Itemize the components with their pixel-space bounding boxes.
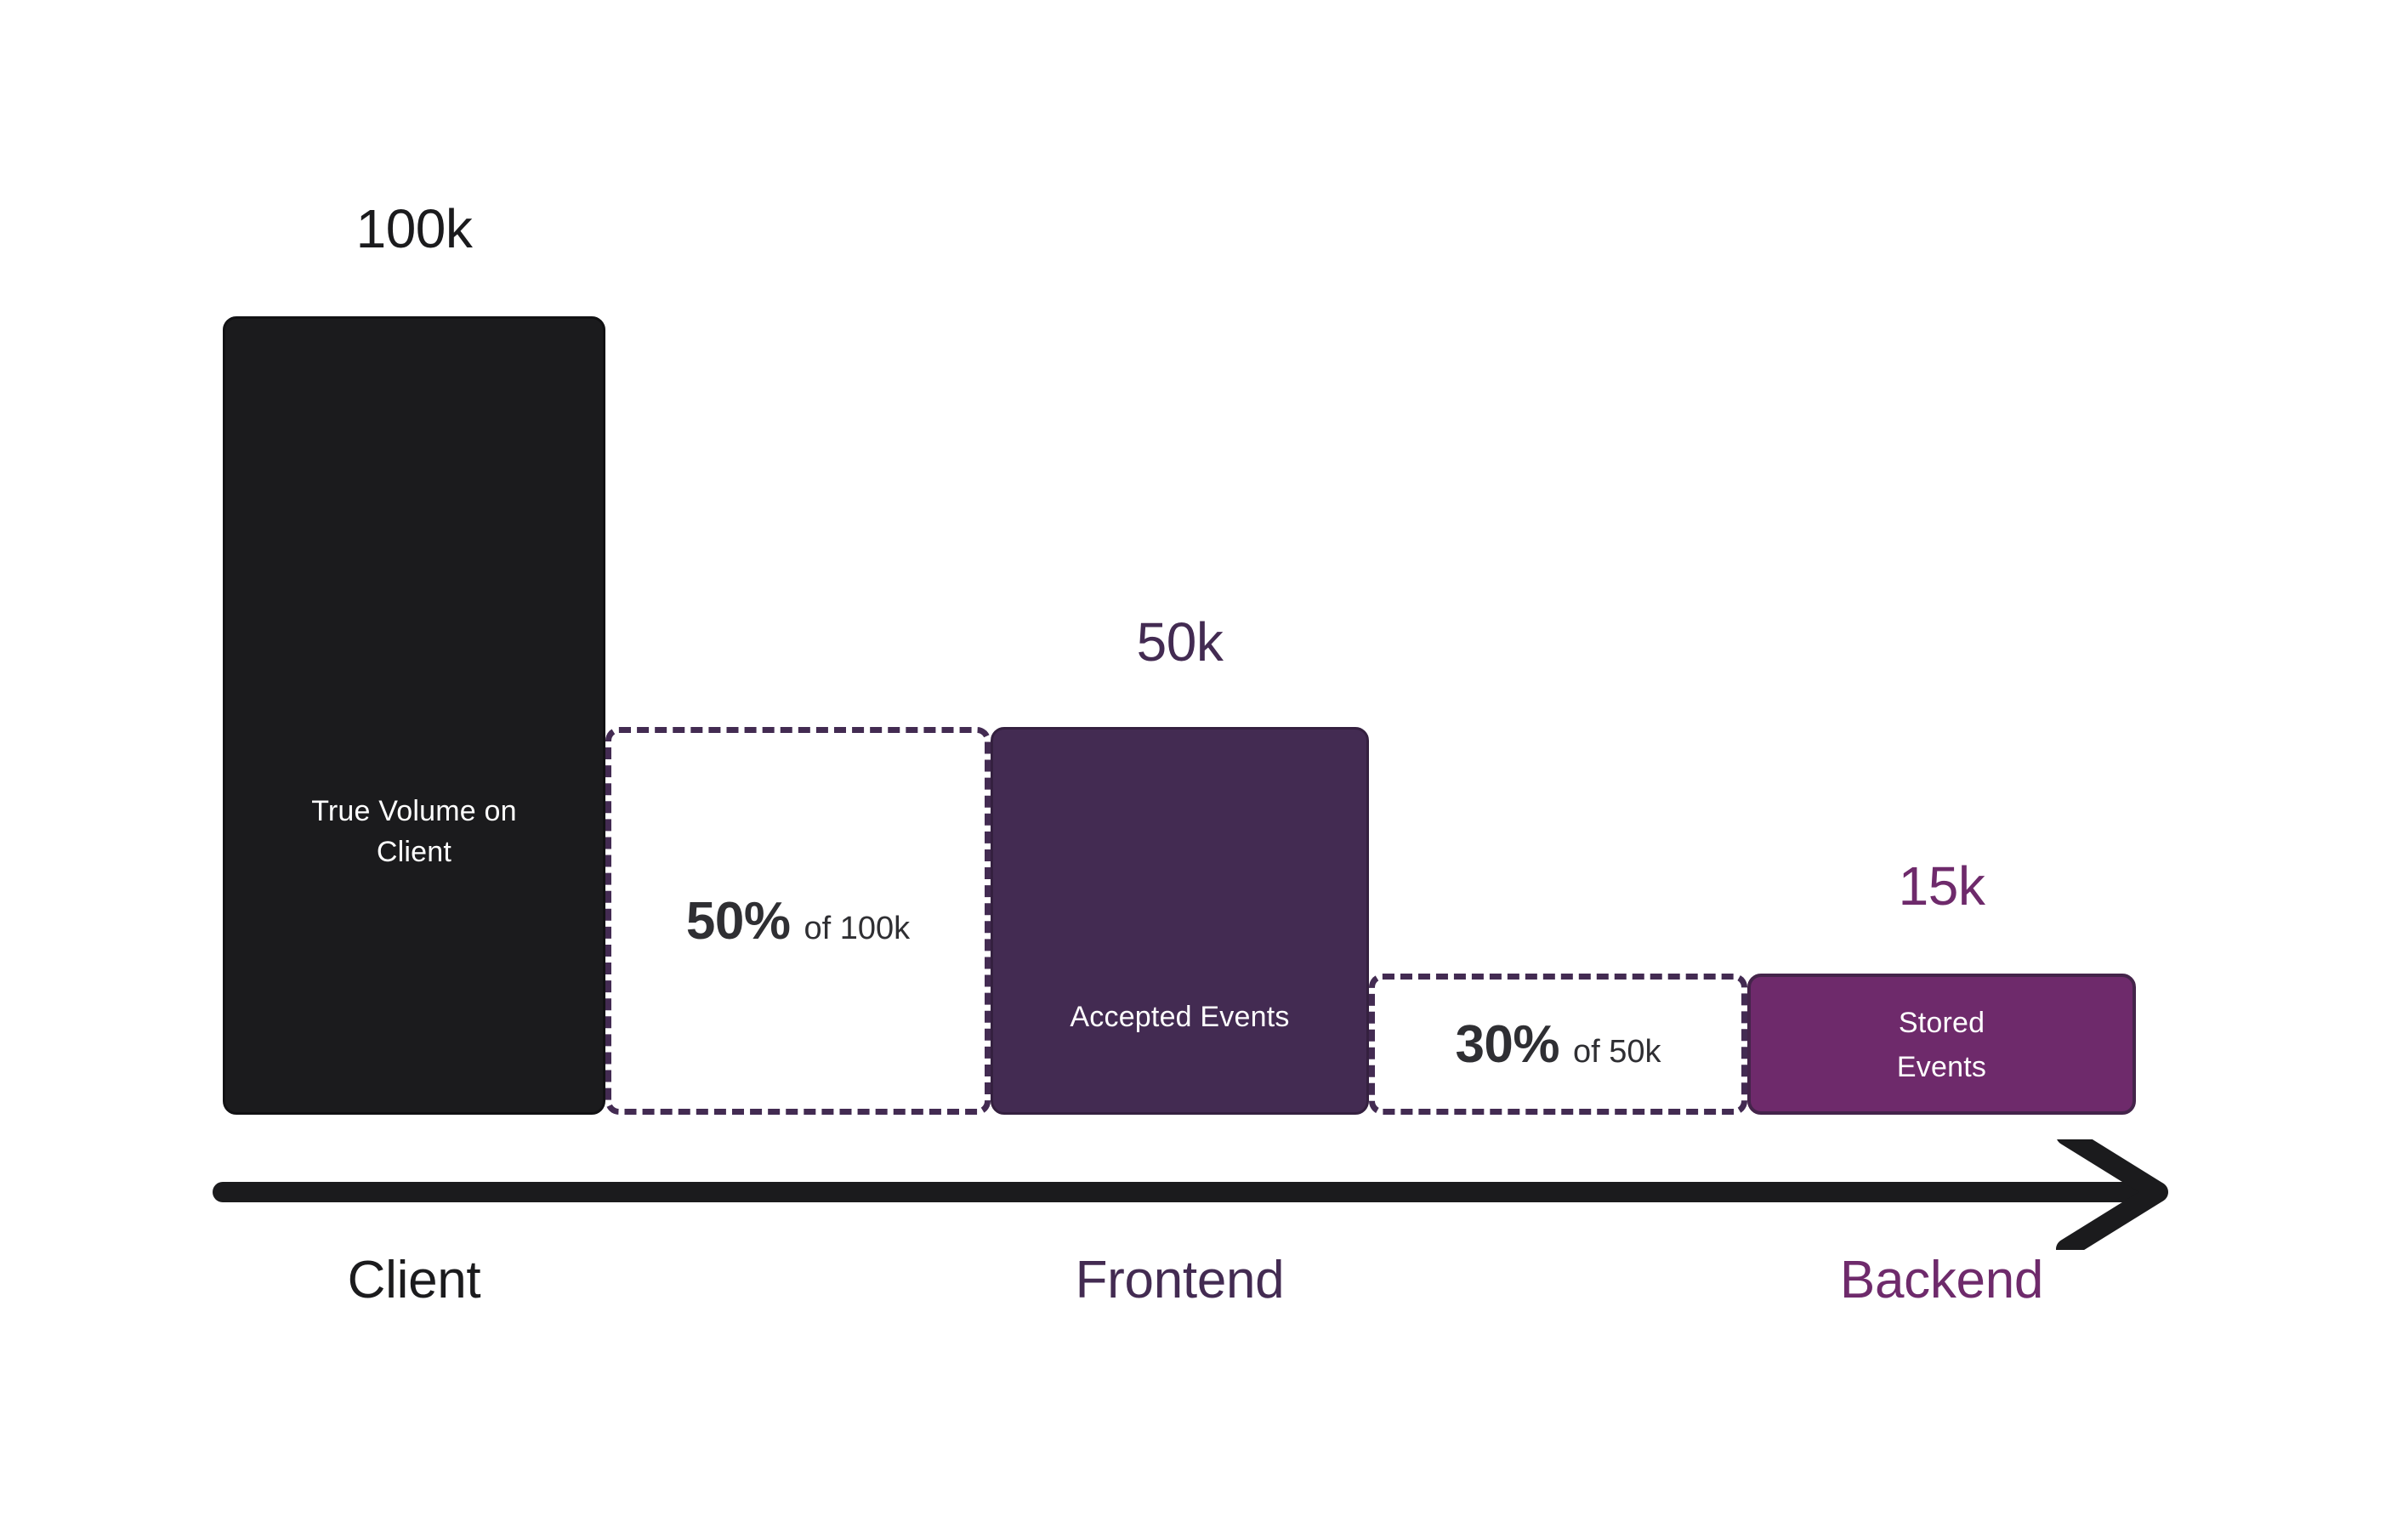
dropoff-of-frontend-to-backend: of 50k <box>1573 1033 1661 1070</box>
dropoff-box-frontend-to-backend: 30% of 50k <box>1369 974 1747 1115</box>
bar-client-label-line1: True Volume on <box>311 795 517 827</box>
axis-label-frontend: Frontend <box>1075 1251 1285 1309</box>
bar-frontend: Accepted Events <box>991 727 1369 1115</box>
axis-arrowhead-icon <box>2056 1139 2168 1250</box>
bar-client-label: True Volume on Client <box>252 791 576 872</box>
dropoff-text-client-to-frontend: 50% of 100k <box>686 891 910 951</box>
axis-label-backend: Backend <box>1839 1251 2044 1309</box>
bar-frontend-label: Accepted Events <box>1070 1001 1290 1033</box>
bar-client-label-line2: Client <box>376 836 452 868</box>
bar-backend-label: Stored Events <box>1777 1001 2105 1089</box>
value-label-backend: 15k <box>1898 855 1985 917</box>
dropoff-percent-frontend-to-backend: 30% <box>1455 1014 1560 1074</box>
bar-backend-label-line2: Events <box>1896 1051 1987 1083</box>
dropoff-percent-client-to-frontend: 50% <box>685 891 791 951</box>
dropoff-box-client-to-frontend: 50% of 100k <box>605 727 991 1115</box>
axis-arrow-icon <box>213 1139 2168 1250</box>
bar-client: True Volume on Client <box>223 316 605 1115</box>
value-label-frontend: 50k <box>1136 611 1224 673</box>
axis-label-client: Client <box>347 1251 481 1309</box>
bar-backend-label-line1: Stored <box>1898 1007 1985 1039</box>
value-label-client: 100k <box>355 198 473 259</box>
dropoff-of-client-to-frontend: of 100k <box>804 910 911 946</box>
dropoff-text-frontend-to-backend: 30% of 50k <box>1455 1014 1661 1075</box>
bar-backend: Stored Events <box>1747 974 2136 1115</box>
